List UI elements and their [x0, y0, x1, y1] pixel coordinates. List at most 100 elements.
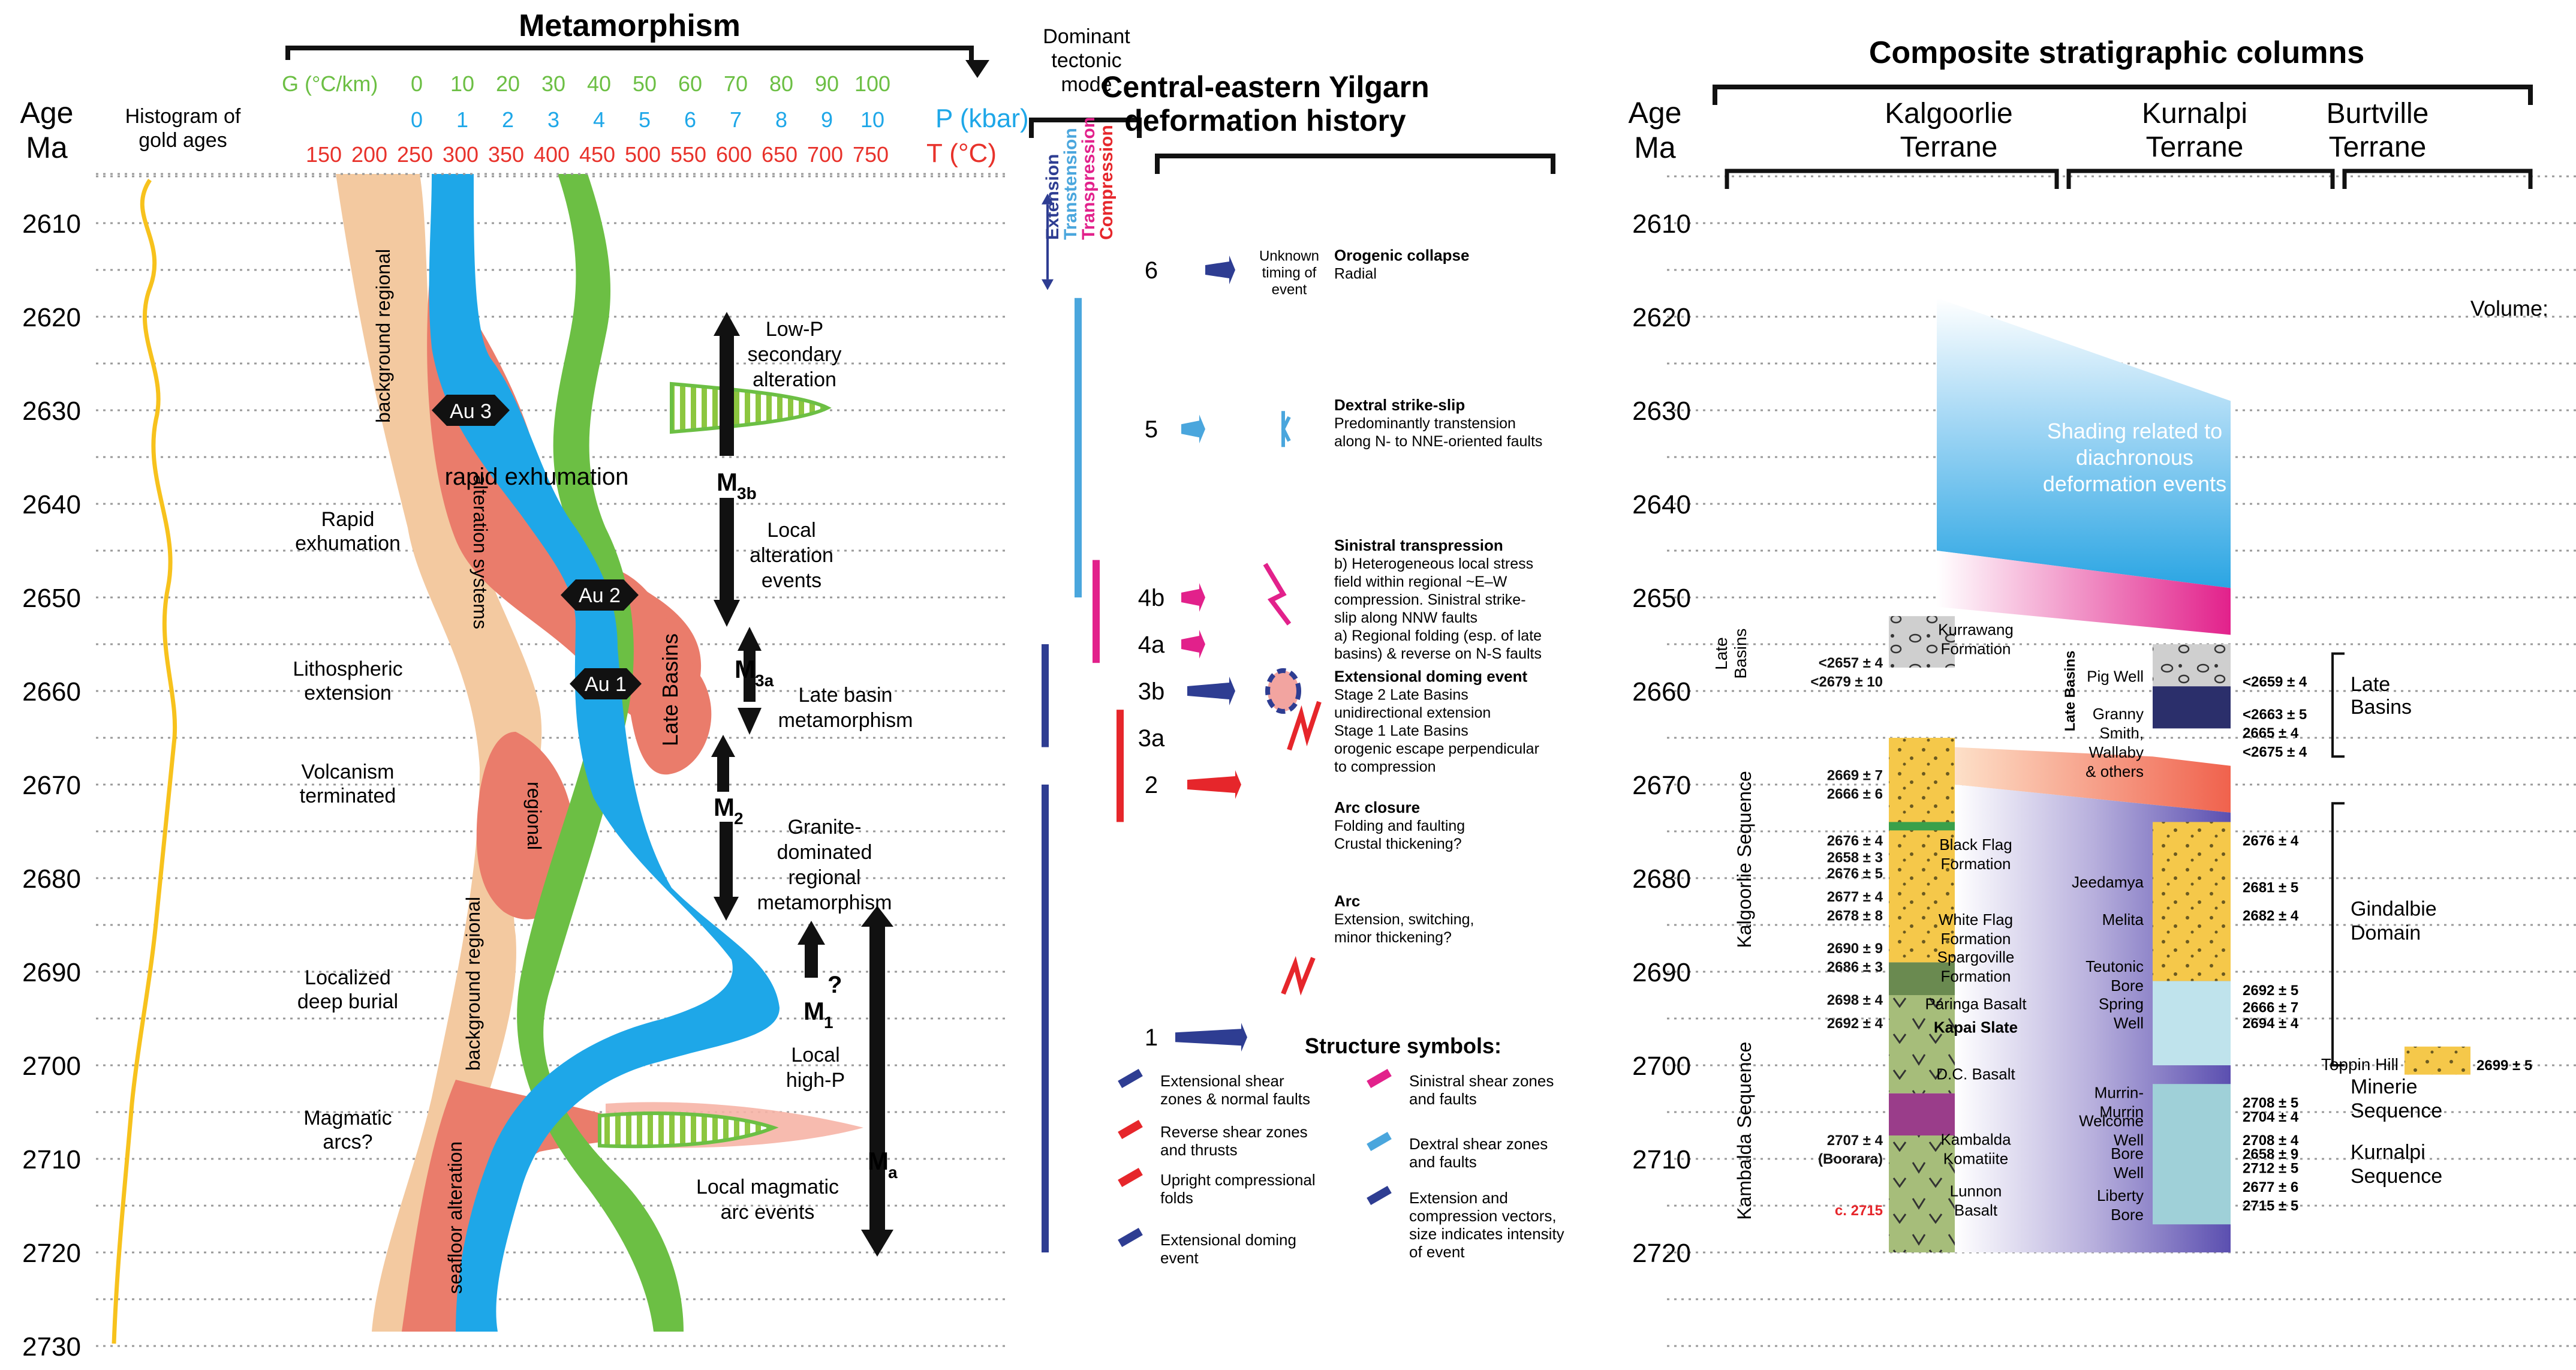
kalgoorlie-unit-label: D.C. Basalt	[1936, 1065, 2015, 1083]
stage-description: orogenic escape perpendicular	[1334, 740, 1539, 757]
unknown-timing-label: event	[1272, 281, 1307, 298]
gold-event-au2: Au 2	[561, 579, 639, 611]
legend-item-label: Extensional shear	[1160, 1072, 1284, 1090]
sinistral-transpression-arrows	[1181, 583, 1205, 612]
terrane-bracket	[1725, 169, 2059, 189]
kalgoorlie-unit-label: Basalt	[1954, 1201, 1998, 1219]
extensional-doming-arrows	[1187, 677, 1235, 705]
kalgoorlie-unit-label: Formation	[1940, 855, 2011, 873]
legend-item-label: compression vectors,	[1409, 1207, 1557, 1225]
pressure-tick: 8	[775, 107, 787, 132]
age-tick-label: 2690	[22, 958, 81, 987]
gradient-tick: 20	[496, 71, 520, 96]
stage-description: Crustal thickening?	[1334, 836, 1462, 852]
tectonic-mode-label: Transpression	[1079, 117, 1099, 240]
age-tick-label: 2640	[1632, 490, 1691, 519]
minerie-sequence-label: Sequence	[2351, 1099, 2442, 1122]
age-tick-label: 2670	[22, 771, 81, 800]
legend-symbol	[1367, 1068, 1392, 1089]
stage-description: Radial	[1334, 265, 1377, 282]
age-tick-label: 2640	[22, 490, 81, 519]
gradient-tick: 50	[633, 71, 657, 96]
age-tick-label: 2610	[1632, 209, 1691, 239]
granny-smith-unit	[2153, 686, 2231, 729]
kalgoorlie-unit-label: Formation	[1940, 930, 2011, 948]
kurnalpi-sequence-label: Sequence	[2351, 1165, 2442, 1188]
late-basins-right-label: Late	[2351, 673, 2390, 696]
legend-symbol	[1118, 1068, 1143, 1089]
kurnalpi-unit-label: Melita	[2102, 911, 2144, 929]
gindalbie-bracket	[2331, 802, 2345, 1066]
kalgoorlie-age: 2676 ± 4	[1827, 833, 1883, 849]
toppin-hill-age: 2699 ± 5	[2476, 1057, 2532, 1074]
doming-symbol	[1265, 668, 1301, 714]
metamorphic-event-subscript: 3b	[737, 484, 757, 503]
temperature-tick: 200	[351, 142, 387, 167]
legend-symbol	[1118, 1167, 1143, 1188]
kurnalpi-age: 2682 ± 4	[2243, 908, 2299, 924]
late-basins-left-label: Basins	[1731, 629, 1750, 679]
au2-label: Au 2	[579, 584, 621, 607]
metamorphic-event-id: M	[868, 1147, 889, 1175]
stage-number: 2	[1145, 772, 1158, 798]
minerie-sequence-label: Minerie	[2351, 1075, 2417, 1098]
metamorphic-event-id: M	[735, 655, 756, 683]
age-tick-label: 2700	[22, 1051, 81, 1081]
pressure-tick: 1	[456, 107, 468, 132]
gradient-tick: 90	[815, 71, 839, 96]
kurnalpi-age: 2666 ± 7	[2243, 999, 2298, 1016]
tectonic-event-labels: RapidexhumationLithosphericextensionVolc…	[293, 508, 402, 1153]
compression-bar	[1117, 710, 1124, 822]
local-high-p-label: high-P	[786, 1069, 845, 1092]
tectonic-event-label: Localized	[305, 966, 391, 989]
deformation-history-title: deformation history	[1124, 104, 1406, 137]
stage-number: 1	[1145, 1025, 1158, 1051]
age-axis-label: Age	[20, 96, 74, 130]
gradient-tick: 80	[769, 71, 793, 96]
stratigraphy-bracket	[1713, 85, 2533, 105]
kalgoorlie-age: 2676 ± 5	[1827, 866, 1883, 882]
extension-bar-lower	[1042, 785, 1049, 1252]
dc-basalt-unit	[1889, 995, 1955, 1093]
temperature-tick: 550	[670, 142, 706, 167]
kurnalpi-age: 2712 ± 5	[2243, 1161, 2298, 1177]
legend-symbol	[1367, 1185, 1392, 1206]
black-flag-unit	[1889, 738, 1955, 963]
kalgoorlie-age: 2690 ± 9	[1827, 941, 1883, 957]
pressure-tick: 5	[639, 107, 651, 132]
temperature-tick: 300	[443, 142, 479, 167]
tectonic-event-label: terminated	[300, 785, 396, 807]
kalgoorlie-age: 2677 ± 4	[1827, 889, 1883, 905]
granite-metamorphism-label: metamorphism	[757, 891, 892, 914]
granite-metamorphism-label: Granite-	[788, 816, 862, 839]
age-axis-label: Ma	[26, 131, 68, 164]
tectonic-mode-title: tectonic	[1051, 49, 1121, 72]
age-tick-label: 2650	[22, 584, 81, 613]
stage-description: Stage 2 Late Basins	[1334, 686, 1468, 703]
kalgoorlie-age: <2679 ± 10	[1810, 674, 1883, 690]
pig-well-unit	[2153, 644, 2231, 687]
legend-item-label: Extension and	[1409, 1189, 1508, 1207]
gindalbie-domain-label: Domain	[2351, 921, 2421, 944]
metamorphic-event-arrows	[711, 312, 893, 1257]
legend-item-label: Upright compressional	[1160, 1171, 1316, 1189]
kurnalpi-age: 2708 ± 4	[2243, 1132, 2299, 1149]
pressure-axis-label: P (kbar)	[935, 104, 1029, 133]
kurnalpi-unit-label: Smith,	[2099, 724, 2144, 742]
kalgoorlie-age: 2698 ± 4	[1827, 992, 1883, 1008]
unknown-timing-label: timing of	[1262, 265, 1317, 281]
late-basins-right-bracket	[2331, 652, 2345, 758]
transpression-bar	[1093, 560, 1100, 663]
shading-caption: Shading related to	[2047, 419, 2222, 443]
terrane-label: Burtville	[2327, 98, 2429, 130]
age-tick-label: 2620	[1632, 303, 1691, 332]
tectonic-event-label: Volcanism	[302, 761, 395, 783]
kalgoorlie-unit-label: Komatiite	[1943, 1150, 2008, 1168]
kurnalpi-unit-label: Bore	[2111, 1144, 2144, 1162]
stage-description: Predominantly transtension	[1334, 415, 1516, 432]
kurnalpi-unit-label: Well	[2114, 1131, 2144, 1149]
age-tick-label: 2660	[1632, 677, 1691, 707]
temperature-tick: 450	[579, 142, 615, 167]
granite-metamorphism-label: dominated	[777, 841, 872, 864]
